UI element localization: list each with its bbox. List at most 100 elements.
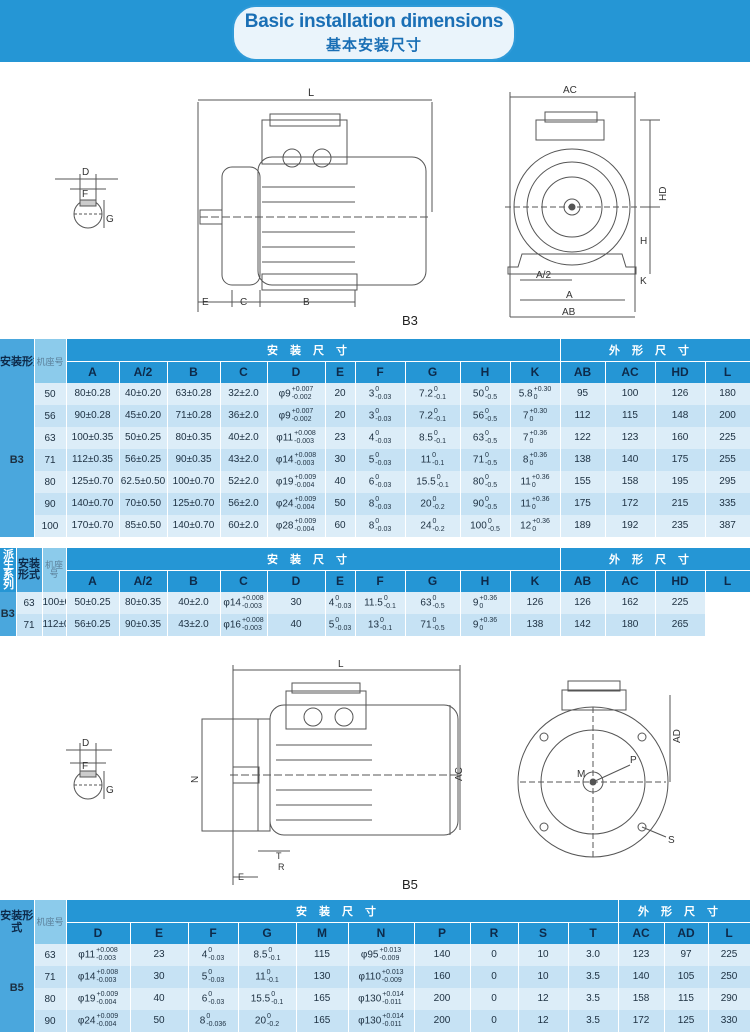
table1-group-install: 安装尺寸 <box>66 339 561 361</box>
cell-l: 200 <box>705 405 750 427</box>
tolerance: +0.009-0.004 <box>97 991 119 1007</box>
cell-value: 30 <box>290 597 302 609</box>
cell-seat: 50 <box>34 383 67 405</box>
cell-value: 330 <box>720 1015 738 1027</box>
tolerance-upper: 0 <box>271 991 276 998</box>
cell-d: φ11+0.008-0.003 <box>66 944 131 966</box>
cell-value: 71 <box>420 619 432 631</box>
cell-value: 100 <box>621 388 639 400</box>
tolerance-lower: -0.5 <box>432 603 445 610</box>
tolerance: 0-0.2 <box>433 518 445 534</box>
cell-value: 9 <box>472 619 479 631</box>
label-g-b5: G <box>106 785 114 796</box>
cell-value: 126 <box>671 388 689 400</box>
cell-c: 43±2.0 <box>167 614 221 636</box>
cell-value: 8 <box>368 498 375 510</box>
cell-value: 4 <box>368 432 375 444</box>
cell-seat: 90 <box>34 493 67 515</box>
cell-value: 8 <box>522 454 529 466</box>
cell-value: 140 <box>433 949 451 961</box>
cell-value: φ11 <box>276 432 294 444</box>
cell-ab: 95 <box>560 383 606 405</box>
cell-value: 162 <box>621 597 639 609</box>
tolerance-upper: 0 <box>375 386 380 393</box>
cell-e: 40 <box>130 988 189 1010</box>
col-header-s: S <box>518 921 569 944</box>
cell-ac: 140 <box>618 966 665 988</box>
cell-hd: 235 <box>655 515 706 537</box>
tolerance-lower: -0.2 <box>432 504 445 511</box>
cell-value: 5 <box>368 454 375 466</box>
tolerance: +0.008-0.003 <box>295 452 317 468</box>
cell-c: 36±2.0 <box>220 405 268 427</box>
cell-value: 4 <box>201 949 208 961</box>
cell-value: 50 <box>334 498 346 510</box>
cell-value: 225 <box>671 597 689 609</box>
cell-m: 165 <box>296 988 349 1010</box>
table3-seat: 机座号 <box>34 900 67 944</box>
tolerance-lower: -0.03 <box>375 438 392 445</box>
col-header-t: T <box>568 921 619 944</box>
cell-b: 140±0.70 <box>167 515 221 537</box>
tolerance-upper: 0 <box>375 496 380 503</box>
cell-value: 11 <box>520 498 531 510</box>
col-header-ac: AC <box>605 569 656 592</box>
tolerance-upper: 0 <box>383 595 388 602</box>
col-header-h: H <box>460 360 511 383</box>
table2-side-label: 派生系列 <box>0 548 17 592</box>
cell-p: 160 <box>414 966 471 988</box>
cell-value: 30 <box>334 454 346 466</box>
cell-value: 140 <box>621 454 639 466</box>
cell-value: 170±0.70 <box>71 520 114 532</box>
page-title-en: Basic installation dimensions <box>244 11 504 32</box>
tolerance: +0.014-0.011 <box>382 991 404 1007</box>
cell-d: φ9+0.007-0.002 <box>267 383 326 405</box>
tolerance-lower: 0 <box>531 482 536 489</box>
cell-ac: 192 <box>605 515 656 537</box>
cell-value: 140±0.70 <box>71 498 114 510</box>
cell-value: 43±2.0 <box>228 454 259 466</box>
tolerance: 0-0.5 <box>485 474 497 490</box>
cell-value: 60±2.0 <box>228 520 259 532</box>
tolerance-lower: -0.03 <box>335 625 352 632</box>
cell-value: φ130 <box>358 993 382 1005</box>
cell-value: 52±2.0 <box>228 476 259 488</box>
col-header-b: B <box>167 569 221 592</box>
cell-value: 40±0.20 <box>124 388 162 400</box>
tolerance-lower: -0.002 <box>291 416 312 423</box>
tolerance: +0.014-0.011 <box>382 1013 404 1029</box>
cell-value: 40 <box>334 476 346 488</box>
tolerance: 0-0.03 <box>335 595 351 611</box>
cell-t: 3.5 <box>568 1010 619 1032</box>
cell-value: 8 <box>199 1015 206 1027</box>
cell-ac: 142 <box>560 614 606 636</box>
tolerance: 0-0.5 <box>488 518 500 534</box>
tolerance-upper: +0.009 <box>96 1013 119 1020</box>
tolerance-upper: +0.009 <box>294 474 317 481</box>
tolerance-upper: 0 <box>375 474 380 481</box>
cell-value: 11 <box>255 971 266 983</box>
cell-value: 63±0.28 <box>175 388 212 400</box>
tolerance-upper: 0 <box>267 1013 271 1020</box>
cell-value: φ9 <box>278 388 291 400</box>
cell-hd: 195 <box>655 471 706 493</box>
col-header-p: P <box>414 921 471 944</box>
cell-value: 126 <box>574 597 591 609</box>
tolerance-upper: +0.009 <box>96 991 119 998</box>
cell-d: φ14+0.008-0.003 <box>66 966 131 988</box>
tolerance: 0-0.03 <box>208 991 224 1007</box>
cell-hd: 160 <box>655 427 706 449</box>
cell-n: φ95+0.013-0.009 <box>348 944 415 966</box>
tolerance-lower: -0.004 <box>294 526 315 533</box>
cell-c: 40±2.0 <box>220 427 268 449</box>
